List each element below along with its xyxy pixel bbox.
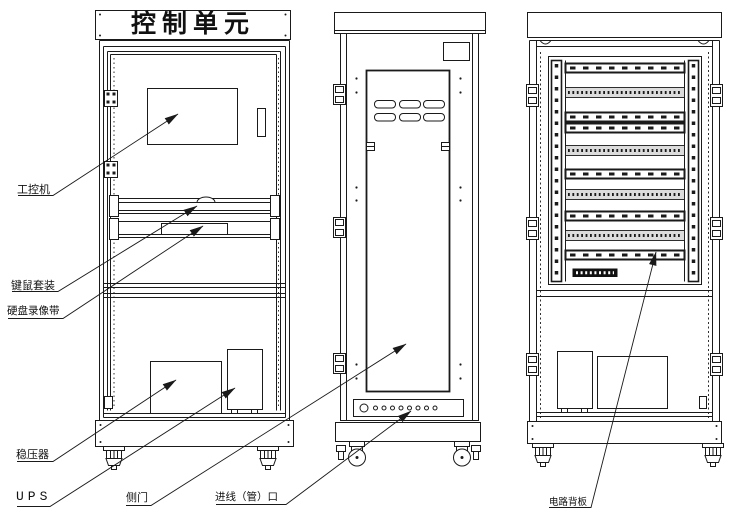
label-side-door: 侧门: [126, 492, 148, 504]
cabinet-side-view: [333, 12, 486, 467]
label-circuit-backplane: 电路背板: [549, 498, 588, 508]
leader-cable-inlet: [216, 410, 412, 505]
door-hinge: [104, 90, 118, 107]
caster-wheel: [336, 441, 366, 467]
recorder-tray: [109, 218, 280, 240]
leader-side-door: [126, 343, 407, 506]
side-vent-plate: [443, 42, 470, 61]
ups-box: [227, 349, 263, 414]
leader-stabilizer: [17, 379, 177, 462]
keyboard-tray: [109, 195, 280, 217]
leveling-foot: [103, 446, 125, 470]
caster-wheel: [453, 441, 481, 467]
cabinet-base: [527, 421, 722, 444]
terminal-label-strip: [572, 268, 618, 277]
ups-box-rear: [557, 351, 593, 413]
side-door-panel: [365, 69, 451, 393]
side-hinge: [333, 84, 346, 105]
label-keyboard-mouse: 键鼠套装: [11, 280, 55, 292]
side-hinge: [333, 353, 346, 374]
door-latch: [366, 142, 450, 151]
cabinet-base: [95, 420, 294, 447]
din-rails: [565, 87, 685, 241]
circuit-backplane-area: [548, 56, 702, 285]
slotted-mounting-bars: [564, 62, 686, 261]
industrial-pc-panel: [147, 88, 238, 145]
rear-hinge: [526, 84, 723, 107]
cabinet-rear-view: [526, 12, 724, 467]
leader-industrial-pc: [18, 113, 179, 196]
louver-vents: [374, 100, 445, 122]
hinge-cap: [539, 40, 552, 45]
cable-entry-strip: [353, 399, 464, 417]
label-hdd-recorder: 硬盘录像带: [7, 306, 60, 317]
title-block: [95, 10, 291, 40]
side-hinge: [333, 217, 346, 238]
page-title: 控制单元: [130, 11, 255, 38]
leader-keyboard-mouse: [12, 205, 198, 292]
leader-backplane: [549, 251, 657, 508]
leveling-foot: [702, 443, 724, 467]
label-cable-inlet: 进线（管）口: [215, 492, 278, 503]
rear-hinge: [526, 217, 723, 240]
leader-hdd-recorder: [8, 225, 204, 319]
mouse-bump: [196, 196, 216, 203]
label-industrial-pc: 工控机: [17, 184, 50, 196]
door-handle-slot: [257, 108, 266, 137]
leader-lines: [8, 113, 657, 508]
leveling-foot: [257, 446, 279, 470]
label-stabilizer: 稳压器: [16, 449, 49, 461]
stabilizer-box-rear: [597, 356, 668, 409]
leveling-foot: [532, 443, 554, 467]
recorder-unit: [161, 223, 228, 235]
screw-dots: [355, 77, 462, 380]
hinge-cap: [697, 40, 710, 45]
leader-ups: [17, 387, 236, 507]
cabinet-front-view: [95, 10, 294, 470]
label-ups: UPS: [16, 489, 52, 504]
cabinet-base: [335, 422, 481, 442]
rear-hinge: [526, 353, 723, 376]
stabilizer-box: [150, 361, 222, 414]
door-hinge: [104, 161, 118, 178]
